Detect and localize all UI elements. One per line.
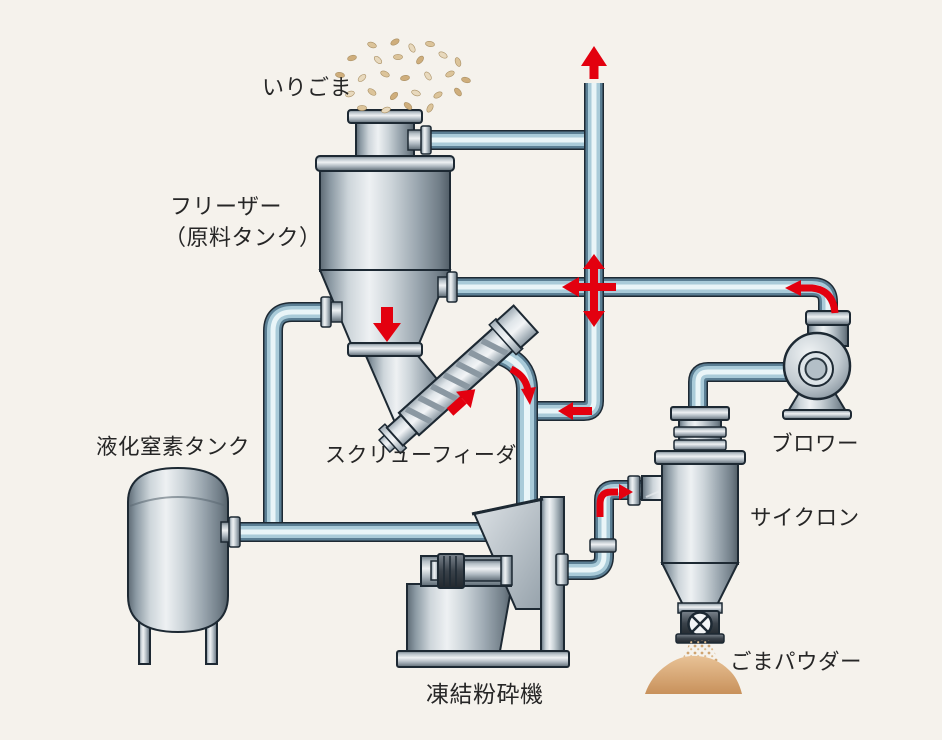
chute-down-arrow-icon: [509, 365, 536, 405]
label-freezer-line2: （原料タンク）: [164, 225, 322, 250]
grinder-shaft: [463, 559, 505, 582]
cyclone-neck-flange: [670, 406, 730, 421]
nitrogen-tank: [127, 466, 241, 665]
grinder-lower-body: [406, 583, 514, 652]
pipe-flange: [589, 538, 617, 553]
freeze-grinder: [396, 496, 570, 668]
sesame-seeds: [335, 38, 471, 114]
cyclone: [627, 406, 746, 644]
label-freezer: フリーザー （原料タンク）: [164, 191, 322, 253]
cyclone-top-flange: [654, 450, 746, 465]
freezer-bottom-flange: [347, 342, 423, 357]
cyclone-neck-ring: [673, 439, 727, 451]
blower: [782, 310, 852, 420]
grinder-base: [396, 650, 570, 668]
freezer-right-flange: [446, 271, 458, 303]
blower-base: [782, 409, 852, 420]
screw-feeder-arrow-icon: [446, 389, 476, 416]
freezer-lid: [315, 155, 455, 172]
cyclone-cone: [660, 562, 740, 608]
freezer-left-nozzle: [330, 301, 343, 323]
label-sesame-powder: ごまパウダー: [730, 650, 863, 674]
sesame-powder-output: [645, 640, 742, 694]
screw-flights: [404, 338, 509, 425]
pipe-cyclone-blower: [688, 362, 806, 414]
blower-inlet-eye-center: [804, 357, 828, 381]
grinder-pulley: [437, 553, 465, 589]
junction-up-arrow-icon: [583, 254, 605, 296]
vent-up-arrow-icon: [581, 46, 607, 79]
mid-left-arrow-icon: [558, 402, 592, 420]
freezer-vent-nozzle: [407, 129, 423, 151]
pipe-freezer-loop: [263, 302, 338, 534]
screw-feeder: [377, 304, 540, 455]
freezer-down-arrow-icon: [373, 307, 401, 342]
rotary-valve-icon: [675, 610, 725, 644]
grinder-hopper-edge: [471, 497, 544, 516]
blower-outlet-flange: [805, 310, 851, 326]
freezer-tank: [315, 109, 458, 436]
label-freezer-line1: フリーザー: [170, 194, 283, 219]
powder-pile: [645, 655, 742, 694]
label-screw-feeder: スクリューフィーダ: [325, 444, 517, 467]
label-blower: ブロワー: [771, 432, 860, 456]
screw-top-cap: [495, 304, 540, 350]
freezer-left-flange: [320, 296, 332, 328]
junction-down-arrow-icon: [583, 288, 605, 327]
grinder-shaft-disk: [500, 555, 513, 586]
grinder-outlet-flange: [555, 553, 569, 586]
freezer-vent-flange: [420, 125, 432, 155]
tank-nozzle-flange: [228, 516, 241, 548]
grinder-to-cyclone-arrow-icon: [596, 484, 633, 517]
label-sesame-input: いりごま: [262, 75, 353, 100]
cyclone-body: [661, 462, 739, 565]
flow-arrows: [373, 46, 839, 517]
blower-outlet-arrow-icon: [785, 280, 839, 314]
cyclone-neck-ring: [673, 426, 727, 438]
label-nitrogen-tank: 液化窒素タンク: [96, 435, 251, 459]
label-grinder: 凍結粉砕機: [426, 681, 544, 707]
freezer-body: [319, 169, 451, 272]
label-cyclone: サイクロン: [750, 506, 860, 530]
